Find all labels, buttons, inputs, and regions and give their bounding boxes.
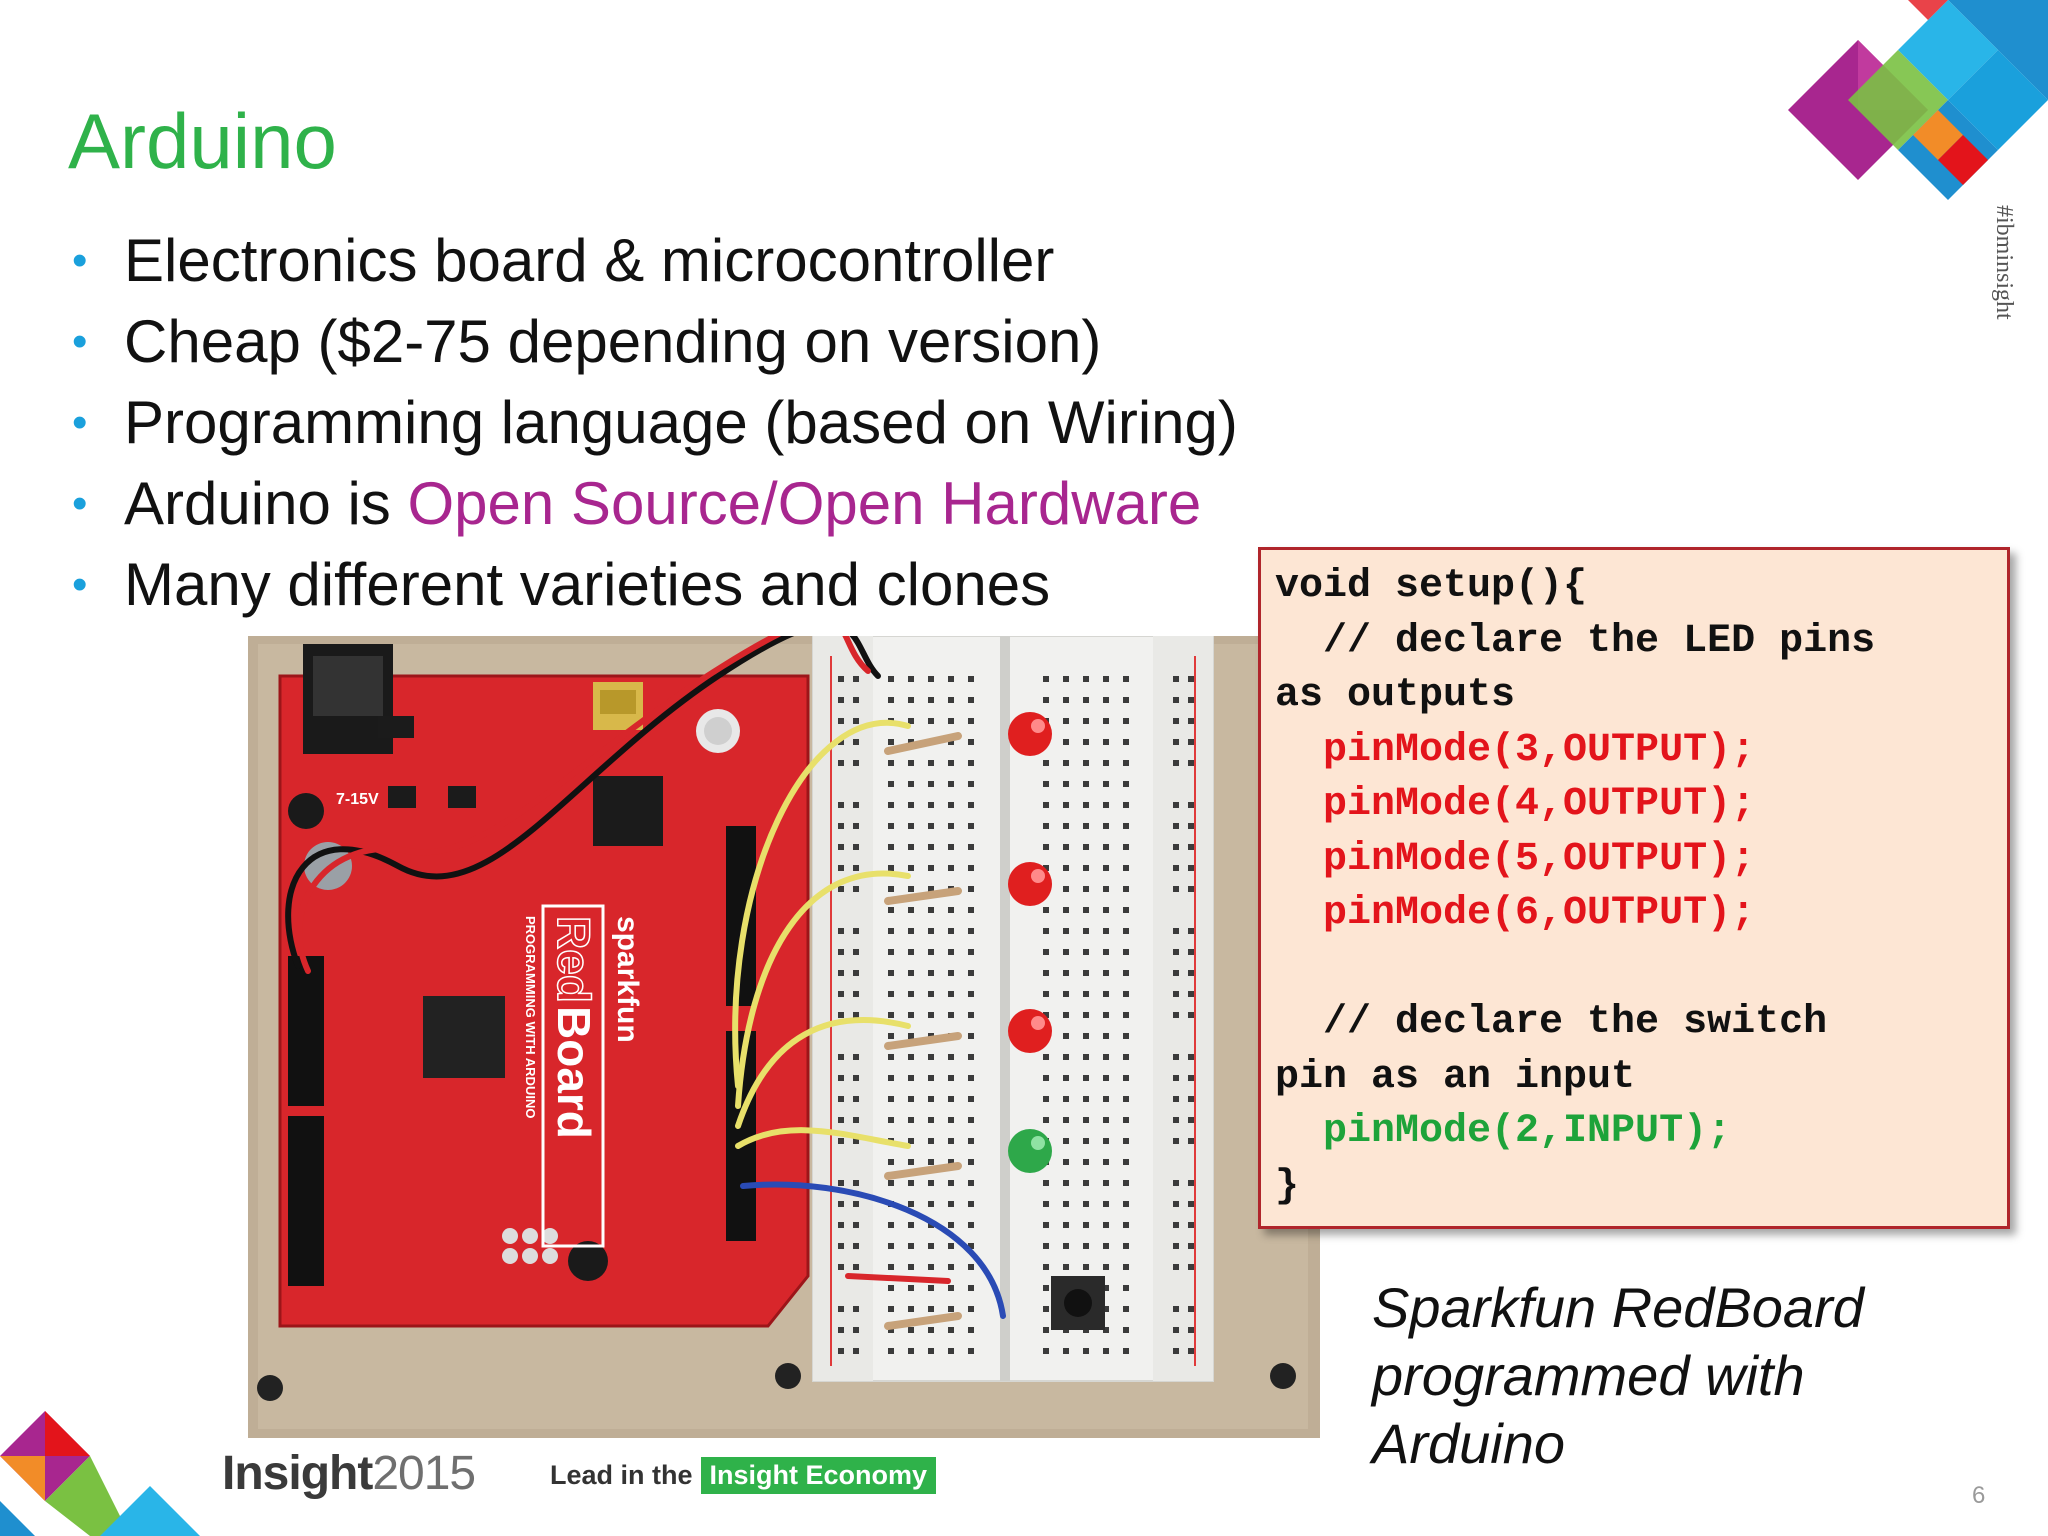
bullet-dot-icon: •: [72, 317, 88, 366]
bullet-dot-icon: •: [72, 560, 88, 609]
insight-economy-badge: Insight Economy: [700, 1457, 937, 1494]
bullet-dot-icon: •: [72, 236, 88, 285]
code-line: // declare the switch: [1275, 1000, 1828, 1045]
bullet-dot-icon: •: [72, 479, 88, 528]
board-name-board: Board: [548, 1006, 600, 1139]
footer-tagline: Lead in the Insight Economy: [550, 1457, 937, 1494]
corner-decoration-top-right: [1788, 0, 2048, 200]
code-line: void setup(){: [1275, 564, 1588, 609]
bullet-dot-icon: •: [72, 398, 88, 447]
corner-decoration-bottom-left: [0, 1411, 200, 1536]
bullet-item: •Cheap ($2-75 depending on version): [72, 301, 1238, 382]
code-line: pinMode(3,OUTPUT);: [1275, 727, 1756, 773]
board-subtitle: PROGRAMMING WITH ARDUINO: [523, 916, 538, 1118]
bullet-item: •Arduino is Open Source/Open Hardware: [72, 463, 1238, 544]
hashtag-label: #ibminsight: [1991, 205, 2017, 320]
code-line: pinMode(6,OUTPUT);: [1275, 891, 1756, 936]
board-name-red: Red: [548, 916, 600, 1003]
code-line: pin as an input: [1275, 1054, 1636, 1100]
bullet-item: •Programming language (based on Wiring): [72, 382, 1238, 463]
bullet-item: •Many different varieties and clones: [72, 544, 1238, 625]
code-line: pinMode(2,INPUT);: [1275, 1109, 1732, 1154]
code-line: pinMode(5,OUTPUT);: [1275, 836, 1756, 882]
bullet-item: •Electronics board & microcontroller: [72, 220, 1238, 301]
open-source-highlight: Open Source/Open Hardware: [407, 470, 1202, 537]
redboard-illustration: 7-15V: [248, 636, 1320, 1438]
voltage-label: 7-15V: [336, 791, 379, 808]
code-line: // declare the LED pins: [1275, 618, 1876, 664]
code-snippet-box: void setup(){ // declare the LED pins as …: [1258, 547, 2010, 1229]
insight-logo: Insight2015: [222, 1447, 476, 1500]
slide-title: Arduino: [68, 97, 337, 185]
bullet-list: •Electronics board & microcontroller •Ch…: [72, 220, 1238, 625]
photo-caption: Sparkfun RedBoard programmed with Arduin…: [1372, 1276, 1864, 1475]
redboard-photo: 7-15V: [248, 636, 1320, 1438]
sparkfun-brand: sparkfun: [611, 916, 644, 1043]
code-line: }: [1275, 1163, 1300, 1209]
code-line: as outputs: [1275, 673, 1516, 718]
code-line: pinMode(4,OUTPUT);: [1275, 782, 1756, 827]
code-line: [1275, 942, 1993, 997]
page-number: 6: [1972, 1482, 1986, 1509]
